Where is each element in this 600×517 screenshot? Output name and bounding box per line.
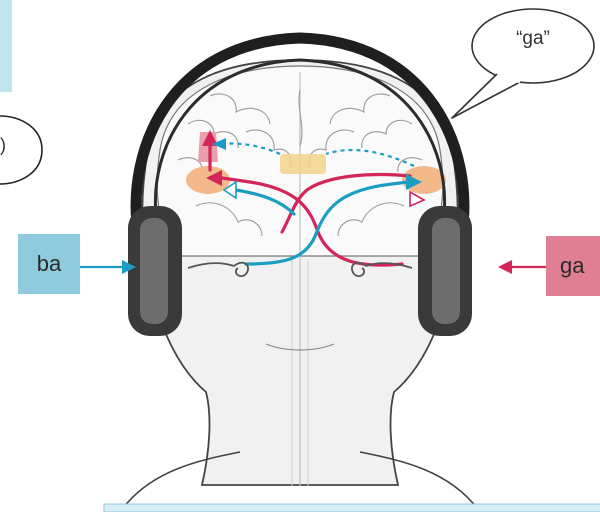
speech-bubble-icon <box>452 9 594 118</box>
bottom-strip <box>104 504 600 512</box>
right-ear-input-box: ga <box>546 236 600 296</box>
left-edge-speech-bubble <box>0 116 42 184</box>
left-edge-panel <box>0 0 12 92</box>
left-ear-syllable: ba <box>37 251 61 277</box>
arrow-left-icon <box>498 260 546 274</box>
callosal-region <box>280 154 326 174</box>
arrow-right-icon <box>80 260 136 274</box>
left-edge-text-fragment: ) <box>0 135 6 155</box>
left-ear-input-box: ba <box>18 234 80 294</box>
perceived-speech-text: “ga” <box>505 28 561 50</box>
right-ear-syllable: ga <box>560 253 584 279</box>
